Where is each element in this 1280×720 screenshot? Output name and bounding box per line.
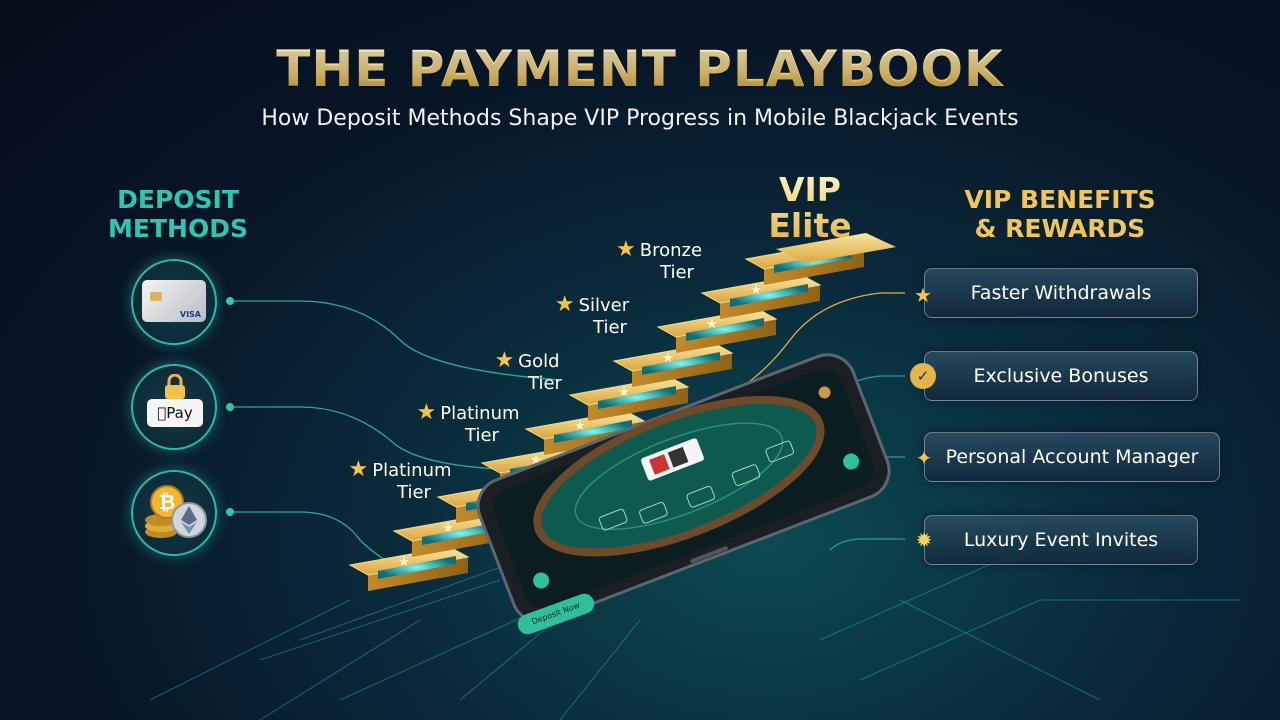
tier-name: Bronze — [639, 240, 703, 261]
lock-icon — [165, 374, 185, 399]
page-subtitle: How Deposit Methods Shape VIP Progress i… — [261, 106, 1019, 131]
connector-dot — [226, 297, 234, 305]
credit-card-icon: VISA — [142, 280, 206, 322]
stair-light — [686, 318, 764, 341]
page-title: THE PAYMENT PLAYBOOK — [0, 40, 1280, 98]
deposit-heading-line1: DEPOSIT — [117, 185, 239, 214]
deposit-method-crypto[interactable]: ₿ — [131, 470, 217, 556]
crypto-coins-icon: ₿ — [145, 485, 207, 538]
vip-elite-line2: Elite — [768, 206, 852, 245]
deposit-heading-line2: METHODS — [108, 214, 248, 243]
stair-light — [378, 556, 456, 579]
apple-pay-label: Pay — [161, 404, 192, 422]
vip-elite-label: VIP Elite — [750, 172, 870, 244]
star-icon: ★ — [615, 237, 636, 262]
tier-label-gold: ★Gold Tier — [482, 350, 572, 395]
step-star-icon: ★ — [706, 317, 718, 332]
vip-benefits-heading: VIP BENEFITS & REWARDS — [940, 185, 1180, 243]
tier-suffix: Tier — [593, 317, 627, 338]
sparkle-icon: ✹ — [915, 528, 933, 552]
tier-name: Platinum — [440, 403, 520, 424]
benefits-heading-line2: & REWARDS — [974, 214, 1146, 243]
stair-light — [730, 284, 808, 307]
step-star-icon: ★ — [750, 283, 762, 298]
tier-suffix: Tier — [397, 482, 431, 503]
step-star-icon: ★ — [398, 555, 410, 570]
deposit-method-apple-pay[interactable]: Pay — [131, 364, 217, 450]
star-icon: ★ — [494, 348, 515, 373]
vip-elite-line1: VIP — [778, 170, 841, 209]
tier-label-silver: ★Silver Tier — [542, 294, 642, 339]
benefits-heading-line1: VIP BENEFITS — [964, 185, 1156, 214]
phone-mockup — [476, 353, 891, 624]
tier-name: Platinum — [372, 460, 452, 481]
connector-dot — [226, 403, 234, 411]
benefit-luxury-event-invites[interactable]: Luxury Event Invites — [924, 515, 1198, 565]
step-star-icon: ★ — [530, 453, 542, 468]
diamond-icon: ✦ — [915, 446, 933, 470]
tier-suffix: Tier — [660, 262, 694, 283]
check-badge-icon: ✓ — [910, 363, 936, 389]
tier-suffix: Tier — [528, 373, 562, 394]
stair-light — [422, 522, 500, 545]
deposit-methods-heading: DEPOSIT METHODS — [78, 185, 278, 243]
stair-light — [598, 386, 676, 409]
benefit-personal-account-manager[interactable]: Personal Account Manager — [924, 432, 1220, 482]
benefit-faster-withdrawals[interactable]: Faster Withdrawals — [924, 268, 1198, 318]
tier-label-platinum-lower: ★Platinum Tier — [336, 459, 464, 504]
connector-dot — [226, 508, 234, 516]
stair-light — [554, 420, 632, 443]
tier-label-platinum-upper: ★Platinum Tier — [404, 402, 532, 447]
step-star-icon: ★ — [442, 521, 454, 536]
tier-label-bronze: ★Bronze Tier — [604, 239, 714, 284]
tier-name: Silver — [578, 295, 630, 316]
tier-name: Gold — [518, 351, 560, 372]
top-platform — [776, 233, 896, 263]
benefit-exclusive-bonuses[interactable]: Exclusive Bonuses — [924, 351, 1198, 401]
star-icon: ★ — [914, 283, 932, 307]
deposit-method-card[interactable]: VISA — [131, 259, 217, 345]
star-icon: ★ — [348, 457, 369, 482]
svg-text:₿: ₿ — [159, 490, 175, 514]
step-star-icon: ★ — [618, 385, 630, 400]
step-star-icon: ★ — [574, 419, 586, 434]
stair-light — [642, 352, 720, 375]
card-brand-text: VISA — [179, 310, 201, 319]
star-icon: ★ — [416, 400, 437, 425]
star-icon: ★ — [554, 292, 575, 317]
step-star-icon: ★ — [662, 351, 674, 366]
apple-pay-icon: Pay — [147, 399, 203, 427]
tier-suffix: Tier — [465, 425, 499, 446]
